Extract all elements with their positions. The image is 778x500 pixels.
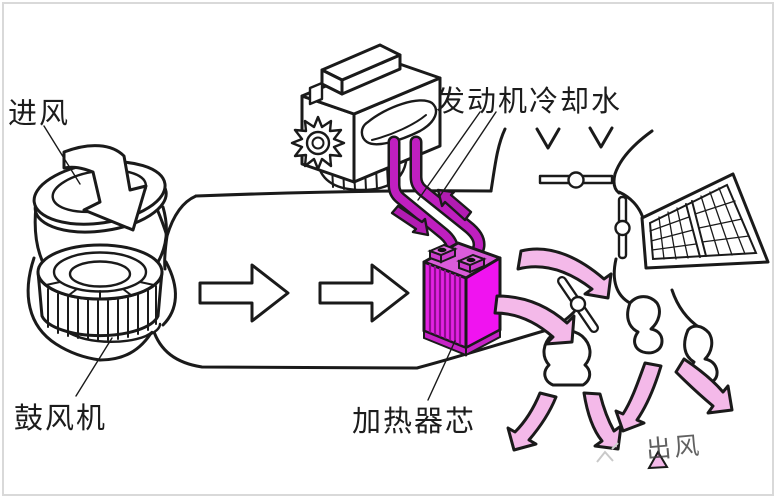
engine (290, 43, 442, 192)
blower-assembly (26, 243, 177, 362)
air-mix-damper (557, 276, 599, 333)
damper-pivot (569, 295, 587, 313)
port-bolt (437, 247, 447, 253)
label-air-outlet: 出风 (644, 430, 704, 465)
core-fins (428, 264, 462, 345)
blower-wheel-hub-opening (68, 260, 132, 288)
remnant-chevron (596, 450, 614, 463)
leader-heater-core (427, 340, 456, 401)
warm-air-arrows (493, 247, 734, 470)
core-inlet-port (427, 243, 458, 264)
warm-air-arrow-icon (493, 294, 576, 346)
dash-line (617, 190, 645, 220)
warm-air-arrow-icon (614, 361, 663, 433)
warm-air-arrow-icon (506, 391, 558, 452)
core-outlet-port (456, 253, 487, 274)
defroster-wall-right (612, 129, 654, 195)
intake-plenum (360, 99, 438, 146)
vent-damper-pivot (614, 219, 631, 237)
defrost-air-mark-icon (535, 127, 561, 150)
grille-grid-right (694, 187, 750, 256)
floor-duct-right (626, 295, 664, 355)
leader-blower (75, 337, 113, 397)
defrost-air-mark-icon (588, 126, 614, 149)
warm-air-arrow-icon (516, 247, 613, 300)
grille-lower-wall (670, 288, 702, 330)
blower-wheel-slats (47, 285, 157, 341)
grille-grid-left (649, 207, 697, 260)
airflow-arrow-icon (318, 263, 410, 323)
coolant-flow-arrow-icon (436, 188, 473, 222)
port-bolt (466, 257, 476, 263)
leader-intake (43, 125, 81, 185)
leader-engine-coolant (417, 111, 497, 201)
label-intake: 进风 (8, 96, 71, 130)
duct-bottom-edge (151, 310, 576, 370)
air-intake (32, 144, 168, 279)
warm-air-arrow-icon (582, 391, 623, 451)
duct-airflow-arrows (198, 263, 410, 323)
blower-housing-right (161, 260, 177, 327)
remnant-tick (611, 442, 619, 450)
intake-airflow-arrow-icon (62, 144, 148, 232)
heater-unit-duct (144, 185, 576, 370)
core-bottom-flange (423, 328, 501, 357)
warm-air-remnant-icon (647, 450, 669, 470)
plenum-detail-line (371, 114, 427, 141)
label-heater-core: 加热器芯 (352, 404, 477, 438)
leader-lines (43, 111, 497, 401)
dash-vent-grille (614, 172, 770, 330)
airflow-arrow-icon (198, 263, 290, 323)
duct-intake-notch-right (165, 194, 198, 238)
intake-funnel-right (156, 205, 168, 264)
blower-housing-left (26, 256, 102, 362)
defroster-wall-left (489, 127, 507, 193)
coolant-flow-arrow-icon (390, 204, 430, 237)
blower-rim-ticks (45, 281, 155, 300)
valve-cover-front (320, 68, 344, 96)
pulley-hub-center (311, 136, 325, 150)
duct-top-edge (194, 189, 493, 198)
engine-bracket (308, 81, 324, 106)
heater-core (422, 241, 502, 357)
watermark-remnants (596, 442, 619, 463)
label-blower: 鼓风机 (14, 401, 108, 435)
defroster-duct (489, 126, 654, 195)
defrost-damper-pivot (567, 171, 585, 189)
warm-air-arrow-icon (674, 357, 734, 415)
coolant-flow-arrows (390, 188, 473, 237)
outlet-wall-right (612, 257, 632, 305)
label-engine-coolant: 发动机冷却水 (436, 84, 623, 118)
